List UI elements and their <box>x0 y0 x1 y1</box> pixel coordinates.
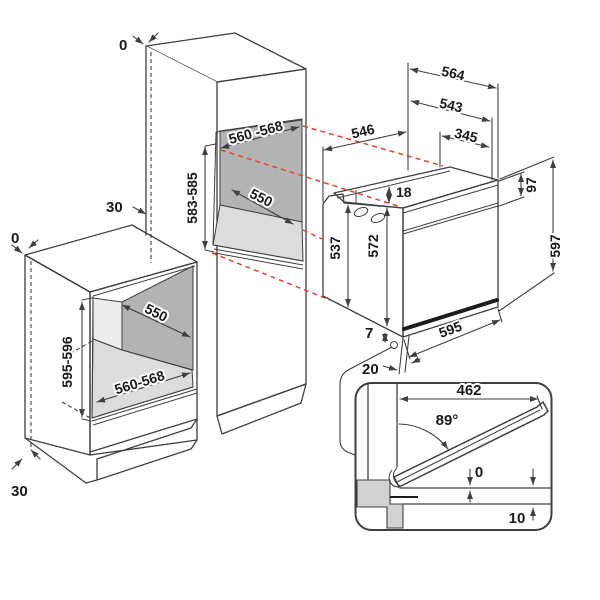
dim-oven-vent-width: 345 <box>453 125 480 146</box>
dim-oven-fascia-height: 97 <box>523 177 539 193</box>
detail-door-hinge <box>388 467 401 488</box>
oven-vent-slot <box>353 206 369 218</box>
oven-vent-slot <box>370 212 386 224</box>
dim-tall-top-gap: 0 <box>119 37 127 54</box>
dim-oven-depth: 546 <box>350 121 377 142</box>
dim-tall-wall-offset: 30 <box>106 199 123 216</box>
door-detail-inset: 462 89° 0 10 <box>339 346 553 531</box>
dim-detail-opening-angle: 89° <box>436 412 459 429</box>
dim-base-top-gap: 0 <box>11 230 19 247</box>
dim-oven-top-recess: 18 <box>396 184 412 200</box>
dim-detail-bottom-clearance: 10 <box>509 510 526 527</box>
dim-tall-niche-height: 583-585 <box>184 172 200 224</box>
dim-oven-front-width: 595 <box>437 318 465 341</box>
detail-callout-point <box>390 341 398 349</box>
dim-base-niche-height: 595-596 <box>59 336 75 388</box>
dim-oven-bottom-gap: 7 <box>365 325 373 342</box>
dim-detail-flush-gap: 0 <box>475 464 483 481</box>
dim-oven-overall-height: 597 <box>547 234 563 258</box>
dim-oven-body-height: 537 <box>327 236 343 260</box>
oven-dimensions: 564 543 345 546 18 97 597 537 572 595 7 … <box>322 61 565 378</box>
dim-oven-bottom-inset: 20 <box>362 361 379 378</box>
dim-oven-overall-width: 564 <box>440 63 467 84</box>
dim-base-plinth-recess: 30 <box>11 483 28 500</box>
detail-leader-line <box>339 346 393 456</box>
detail-worktop-section <box>356 479 404 529</box>
dim-detail-door-width: 462 <box>456 382 481 399</box>
dim-oven-body-width: 543 <box>438 95 465 116</box>
dim-oven-front-height: 572 <box>365 234 381 258</box>
